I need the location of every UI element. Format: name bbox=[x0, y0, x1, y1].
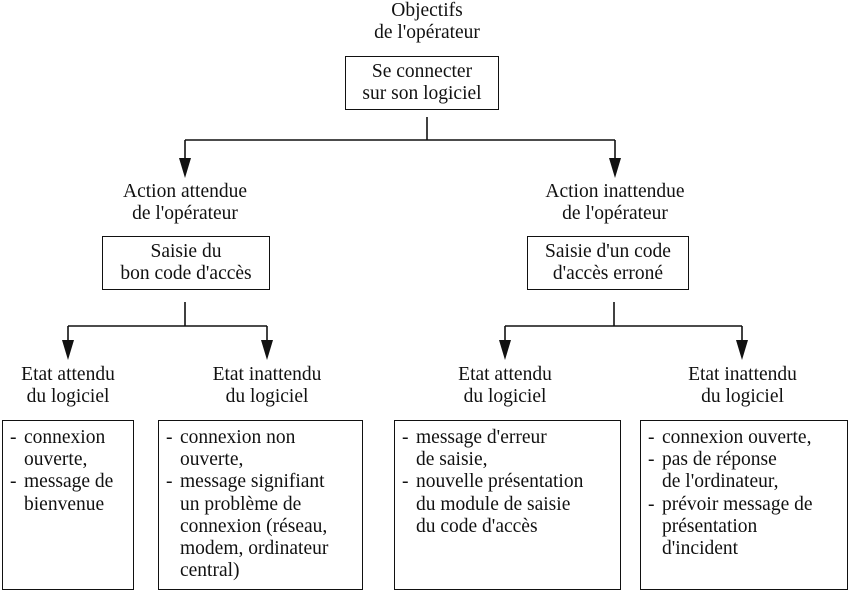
list-item: -connexion ouverte, bbox=[10, 427, 106, 471]
arrow-head-right-action bbox=[609, 158, 621, 178]
list-item: -pas de réponse de l'ordinateur, bbox=[648, 449, 779, 493]
right-expected-box: -message d'erreur de saisie, -nouvelle p… bbox=[394, 420, 621, 590]
left-unexpected-heading: Etat inattendu du logiciel bbox=[212, 364, 322, 407]
left-action-box: Saisie du bon code d'accès bbox=[102, 236, 270, 290]
root-heading: Objectifs de l'opérateur bbox=[374, 0, 480, 43]
list-item: -connexion ouverte, bbox=[648, 427, 812, 448]
right-action-box: Saisie d'un code d'accès erroné bbox=[527, 236, 689, 290]
list-item: -message signifiant un problème de conne… bbox=[166, 471, 329, 582]
list-item: -nouvelle présentation du module de sais… bbox=[402, 471, 584, 537]
left-action-heading: Action attendue de l'opérateur bbox=[123, 181, 247, 224]
list-item: -connexion non ouverte, bbox=[166, 427, 296, 471]
root-box: Se connecter sur son logiciel bbox=[345, 56, 499, 110]
right-unexpected-box: -connexion ouverte, -pas de réponse de l… bbox=[640, 420, 848, 590]
arrow-head-left-expected bbox=[62, 340, 74, 360]
left-expected-heading: Etat attendu du logiciel bbox=[21, 364, 115, 407]
arrow-head-left-action bbox=[179, 158, 191, 178]
list-item: -prévoir message de présentation d'incid… bbox=[648, 493, 813, 560]
arrow-head-right-expected bbox=[499, 340, 511, 360]
list-item: -message de bienvenue bbox=[10, 471, 114, 515]
arrow-head-right-unexpected bbox=[736, 340, 748, 360]
right-action-heading: Action inattendue de l'opérateur bbox=[545, 181, 685, 224]
right-expected-heading: Etat attendu du logiciel bbox=[458, 364, 552, 407]
arrow-head-left-unexpected bbox=[261, 340, 273, 360]
list-item: -message d'erreur de saisie, bbox=[402, 427, 547, 471]
right-unexpected-heading: Etat inattendu du logiciel bbox=[688, 364, 797, 407]
left-unexpected-box: -connexion non ouverte, -message signifi… bbox=[158, 420, 363, 590]
left-expected-box: -connexion ouverte, -message de bienvenu… bbox=[2, 420, 134, 590]
